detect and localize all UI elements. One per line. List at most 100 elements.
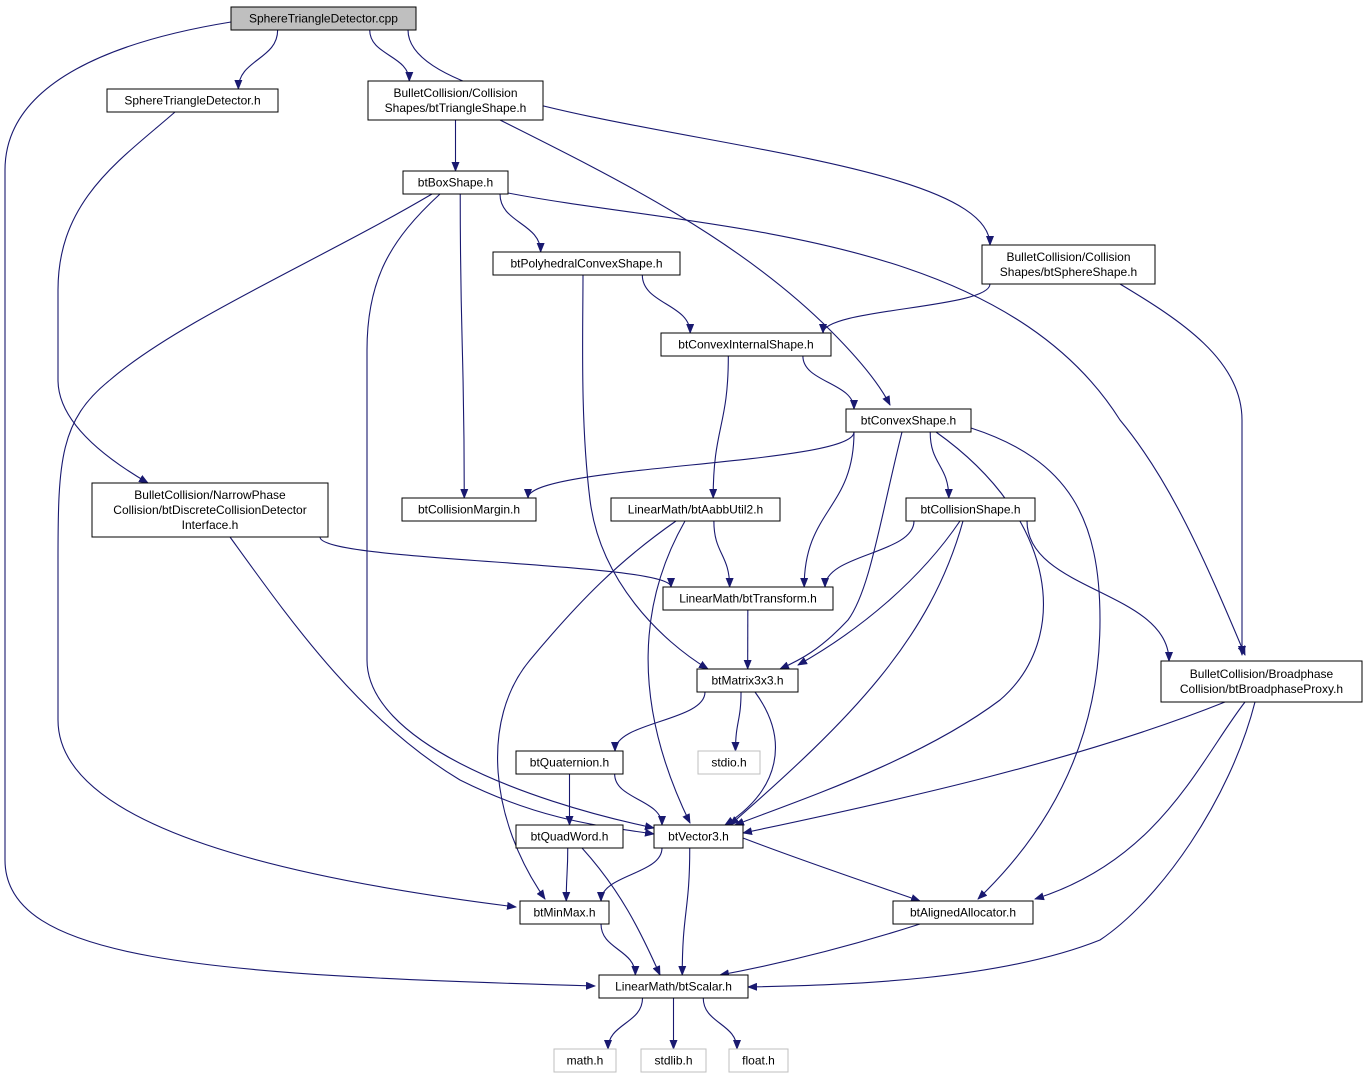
node-poly[interactable]: btPolyhedralConvexShape.h — [492, 251, 681, 276]
edge-mat-to-vec — [724, 691, 776, 826]
edge-proxy-to-alloc — [1034, 701, 1246, 901]
edge-tri-to-cvx — [499, 119, 891, 406]
node-label: btVector3.h — [668, 830, 729, 844]
node-label: float.h — [742, 1054, 775, 1068]
edge-cvx-to-vec — [734, 431, 1044, 826]
node-box — [640, 1048, 707, 1073]
node-box — [1160, 660, 1363, 703]
node-label: SphereTriangleDetector.cpp — [249, 12, 398, 26]
node-aabb[interactable]: LinearMath/btAabbUtil2.h — [610, 497, 781, 522]
node-margin[interactable]: btCollisionMargin.h — [401, 497, 537, 522]
edge-cint-to-aabb — [709, 355, 729, 499]
edge-box-to-minmax — [57, 193, 517, 910]
node-label: BulletCollision/Broadphase — [1190, 667, 1334, 681]
edge-alloc-to-scalar — [719, 923, 921, 978]
node-label: BulletCollision/NarrowPhase — [134, 488, 286, 502]
edge-sph-to-cint — [819, 283, 991, 334]
node-label: Collision/btDiscreteCollisionDetector — [113, 503, 306, 517]
edge-cpp-to-tri — [369, 29, 414, 82]
node-cvx[interactable]: btConvexShape.h — [845, 408, 972, 433]
node-label: LinearMath/btTransform.h — [679, 592, 817, 606]
node-quat[interactable]: btQuaternion.h — [515, 750, 624, 775]
node-box — [230, 6, 417, 31]
edge-poly-to-mat — [582, 274, 709, 670]
node-proxy[interactable]: BulletCollision/BroadphaseCollision/btBr… — [1160, 660, 1363, 703]
node-box — [598, 974, 749, 999]
node-label: Interface.h — [182, 518, 239, 532]
edge-vec-to-minmax — [597, 847, 663, 902]
edge-cpp-to-std_h — [234, 29, 279, 90]
edge-qword-to-scalar — [581, 847, 661, 976]
edge-scalar-to-math — [604, 997, 644, 1050]
node-label: stdlib.h — [654, 1054, 692, 1068]
node-box — [367, 80, 544, 121]
node-minmax[interactable]: btMinMax.h — [519, 900, 610, 925]
node-cshape[interactable]: btCollisionShape.h — [905, 497, 1036, 522]
node-qword[interactable]: btQuadWord.h — [515, 824, 624, 849]
node-xform[interactable]: LinearMath/btTransform.h — [662, 586, 834, 611]
edge-cint-to-cvx — [802, 355, 858, 410]
node-dcd[interactable]: BulletCollision/NarrowPhaseCollision/btD… — [91, 482, 329, 538]
edge-cvx-to-margin — [524, 431, 855, 499]
node-label: LinearMath/btScalar.h — [615, 980, 732, 994]
node-label: btAlignedAllocator.h — [910, 906, 1016, 920]
node-label: btConvexShape.h — [861, 414, 956, 428]
node-label: Shapes/btSphereShape.h — [1000, 265, 1137, 279]
node-box — [892, 900, 1034, 925]
node-box — [845, 408, 972, 433]
nodes-layer: SphereTriangleDetector.cppSphereTriangle… — [91, 6, 1363, 1073]
edge-minmax-to-scalar — [600, 923, 640, 976]
edge-box-to-proxy — [507, 192, 1246, 656]
node-label: btConvexInternalShape.h — [678, 338, 813, 352]
edge-proxy-to-scalar — [747, 701, 1256, 991]
node-label: SphereTriangleDetector.h — [124, 94, 260, 108]
edge-cshape-to-proxy — [1026, 520, 1173, 662]
node-tri[interactable]: BulletCollision/CollisionShapes/btTriang… — [367, 80, 544, 121]
edge-cvx-to-mat — [779, 431, 903, 670]
edge-poly-to-cint — [641, 274, 695, 334]
node-box — [106, 88, 279, 113]
node-stdlib: stdlib.h — [640, 1048, 707, 1073]
node-stdio: stdio.h — [697, 750, 761, 775]
node-box — [662, 586, 834, 611]
node-box — [401, 497, 537, 522]
edge-vec-to-scalar — [678, 847, 691, 976]
edge-box-to-vec — [366, 193, 655, 831]
node-box — [653, 824, 744, 849]
node-scalar[interactable]: LinearMath/btScalar.h — [598, 974, 749, 999]
edge-cshape-to-mat — [797, 520, 961, 666]
edge-sph-to-proxy — [1119, 283, 1246, 656]
node-sph[interactable]: BulletCollision/CollisionShapes/btSphere… — [981, 244, 1156, 285]
node-label: btPolyhedralConvexShape.h — [510, 257, 662, 271]
node-label: btQuadWord.h — [531, 830, 609, 844]
edge-std_h-to-dcd — [57, 111, 176, 484]
edge-box-to-poly — [499, 193, 545, 253]
edge-box-to-margin — [459, 193, 469, 499]
edge-cvx-to-alloc — [970, 427, 1101, 900]
node-label: btBoxShape.h — [418, 176, 493, 190]
node-box — [515, 824, 624, 849]
node-label: btMatrix3x3.h — [711, 674, 783, 688]
node-cint[interactable]: btConvexInternalShape.h — [660, 332, 832, 357]
edge-dcd-to-vec — [229, 536, 655, 837]
node-box — [515, 750, 624, 775]
node-box[interactable]: btBoxShape.h — [402, 170, 509, 195]
node-label: btMinMax.h — [533, 906, 595, 920]
node-alloc[interactable]: btAlignedAllocator.h — [892, 900, 1034, 925]
edge-proxy-to-vec — [742, 701, 1226, 836]
edge-vec-to-alloc — [742, 837, 921, 902]
node-mat[interactable]: btMatrix3x3.h — [696, 668, 799, 693]
node-vec[interactable]: btVector3.h — [653, 824, 744, 849]
node-box — [728, 1048, 789, 1073]
node-cpp[interactable]: SphereTriangleDetector.cpp — [230, 6, 417, 31]
edge-dcd-to-xform — [319, 536, 675, 588]
node-box — [91, 482, 329, 538]
node-box — [697, 750, 761, 775]
edge-quat-to-vec — [614, 773, 666, 826]
node-box — [553, 1048, 617, 1073]
node-std_h[interactable]: SphereTriangleDetector.h — [106, 88, 279, 113]
edge-mat-to-stdio — [731, 691, 742, 752]
node-box — [519, 900, 610, 925]
node-label: btQuaternion.h — [530, 756, 609, 770]
